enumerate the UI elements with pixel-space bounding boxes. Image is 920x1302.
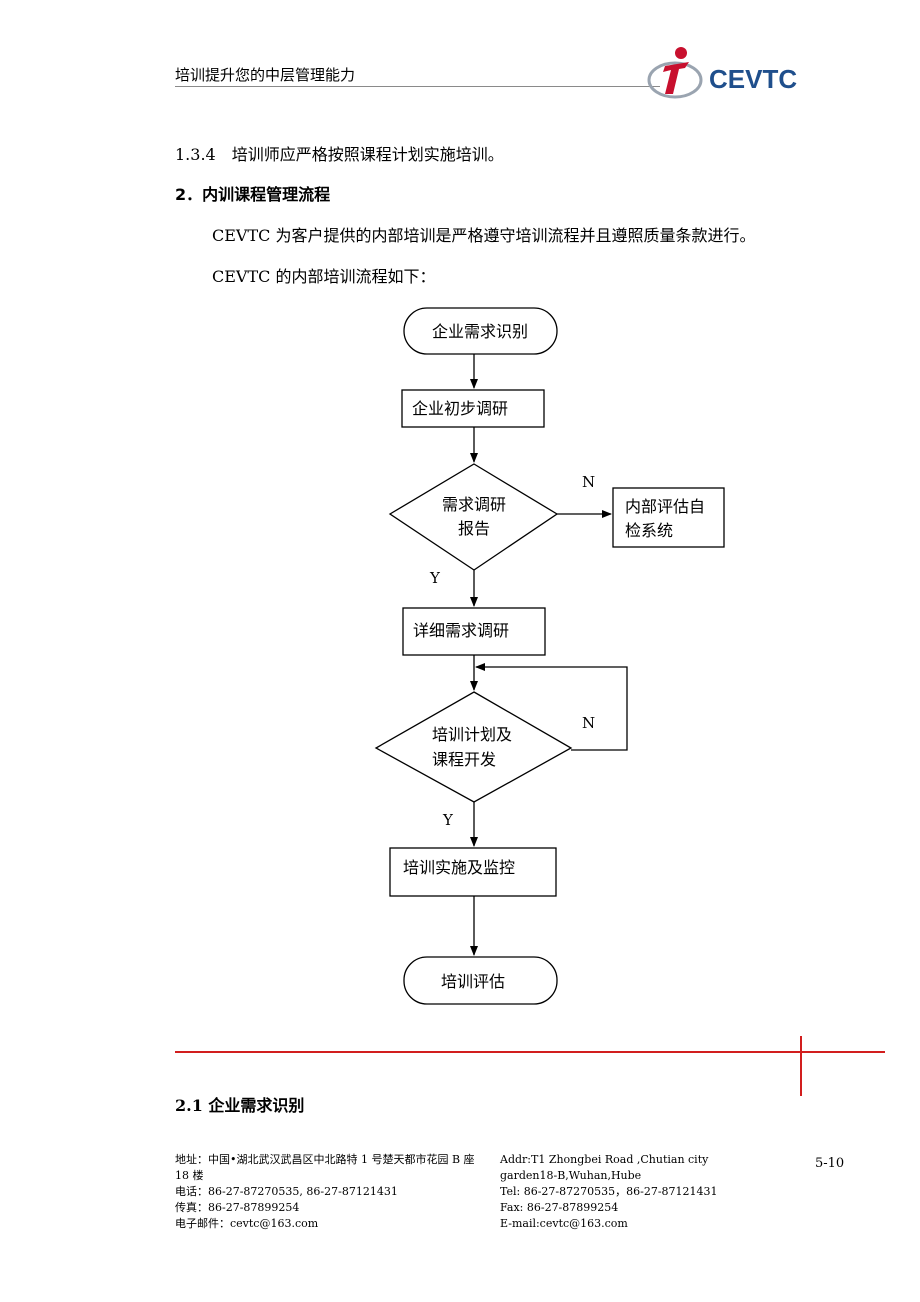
footer-contact-en: Addr:T1 Zhongbei Road ,Chutian city gard… — [500, 1152, 720, 1232]
page-number: 5-10 — [815, 1156, 845, 1171]
footer-email-en: E-mail:cevtc@163.com — [500, 1217, 628, 1230]
footer-contact-cn: 地址：中国•湖北武汉武昌区中北路特 1 号楚天都市花园 B 座 18 楼 电话：… — [175, 1152, 490, 1232]
decision-research-report-line1: 需求调研 — [442, 495, 506, 514]
footer-email-cn: 电子邮件：cevtc@163.com — [175, 1217, 319, 1230]
cevtc-logo: CEVTC — [647, 47, 797, 99]
decision-training-plan — [374, 691, 573, 803]
logo-ring — [647, 61, 703, 99]
footer-address-cn-1: 地址：中国•湖北武汉武昌区中北路特 1 号楚天都市花园 B 座 — [175, 1153, 475, 1166]
footer-address-en-1: Addr:T1 Zhongbei Road ,Chutian city — [500, 1153, 709, 1166]
label-y-1: Y — [429, 569, 441, 587]
decision-training-plan-line1: 培训计划及 — [432, 725, 512, 744]
header-divider — [175, 86, 660, 87]
footer-fax-en: Fax: 86-27-87899254 — [500, 1201, 619, 1214]
logo-text: CEVTC — [709, 64, 797, 94]
decision-training-plan-line2: 课程开发 — [432, 750, 496, 769]
node-implementation-label: 培训实施及监控 — [403, 858, 515, 877]
node-internal-eval-line2: 检系统 — [625, 521, 673, 540]
node-internal-eval — [612, 487, 725, 548]
node-evaluation — [403, 956, 558, 1005]
section-1-3-4: 1.3.4 培训师应严格按照课程计划实施培训。 — [175, 145, 504, 164]
node-initial-research — [401, 389, 545, 428]
intro-paragraph-2: CEVTC 的内部培训流程如下： — [212, 267, 436, 286]
node-detailed-research — [402, 607, 546, 656]
footer-fax-cn: 传真：86-27-87899254 — [175, 1201, 300, 1214]
decision-research-report — [388, 463, 559, 571]
logo-dot — [675, 47, 687, 59]
node-internal-eval-line1: 内部评估自 — [625, 497, 705, 516]
footer-red-rule — [175, 1051, 885, 1053]
node-enterprise-needs-label: 企业需求识别 — [432, 322, 528, 341]
footer-address-cn-2: 18 楼 — [175, 1169, 204, 1182]
intro-paragraph-1: CEVTC 为客户提供的内部培训是严格遵守培训流程并且遵照质量条款进行。 — [212, 226, 756, 245]
decision-research-report-line2: 报告 — [458, 519, 490, 538]
node-evaluation-label: 培训评估 — [441, 972, 505, 991]
footer-red-vertical — [800, 1036, 802, 1096]
header-title: 培训提升您的中层管理能力 — [175, 66, 356, 84]
footer-tel-en: Tel: 86-27-87270535，86-27-87121431 — [500, 1185, 718, 1198]
footer-tel-cn: 电话：86-27-87270535, 86-27-87121431 — [175, 1185, 398, 1198]
label-y-2: Y — [442, 811, 454, 829]
node-enterprise-needs — [403, 307, 558, 355]
node-implementation — [389, 847, 557, 897]
node-detailed-research-label: 详细需求调研 — [413, 621, 509, 640]
edge-loop-back — [475, 663, 628, 751]
node-initial-research-label: 企业初步调研 — [412, 399, 508, 418]
logo-figure — [663, 62, 689, 94]
label-n-1: N — [582, 473, 595, 491]
footer-address-en-2: garden18-B,Wuhan,Hube — [500, 1169, 642, 1182]
section-2-1-heading: 2.1 企业需求识别 — [175, 1096, 305, 1115]
label-n-2: N — [582, 714, 595, 732]
section-2-heading: 2．内训课程管理流程 — [175, 185, 331, 204]
